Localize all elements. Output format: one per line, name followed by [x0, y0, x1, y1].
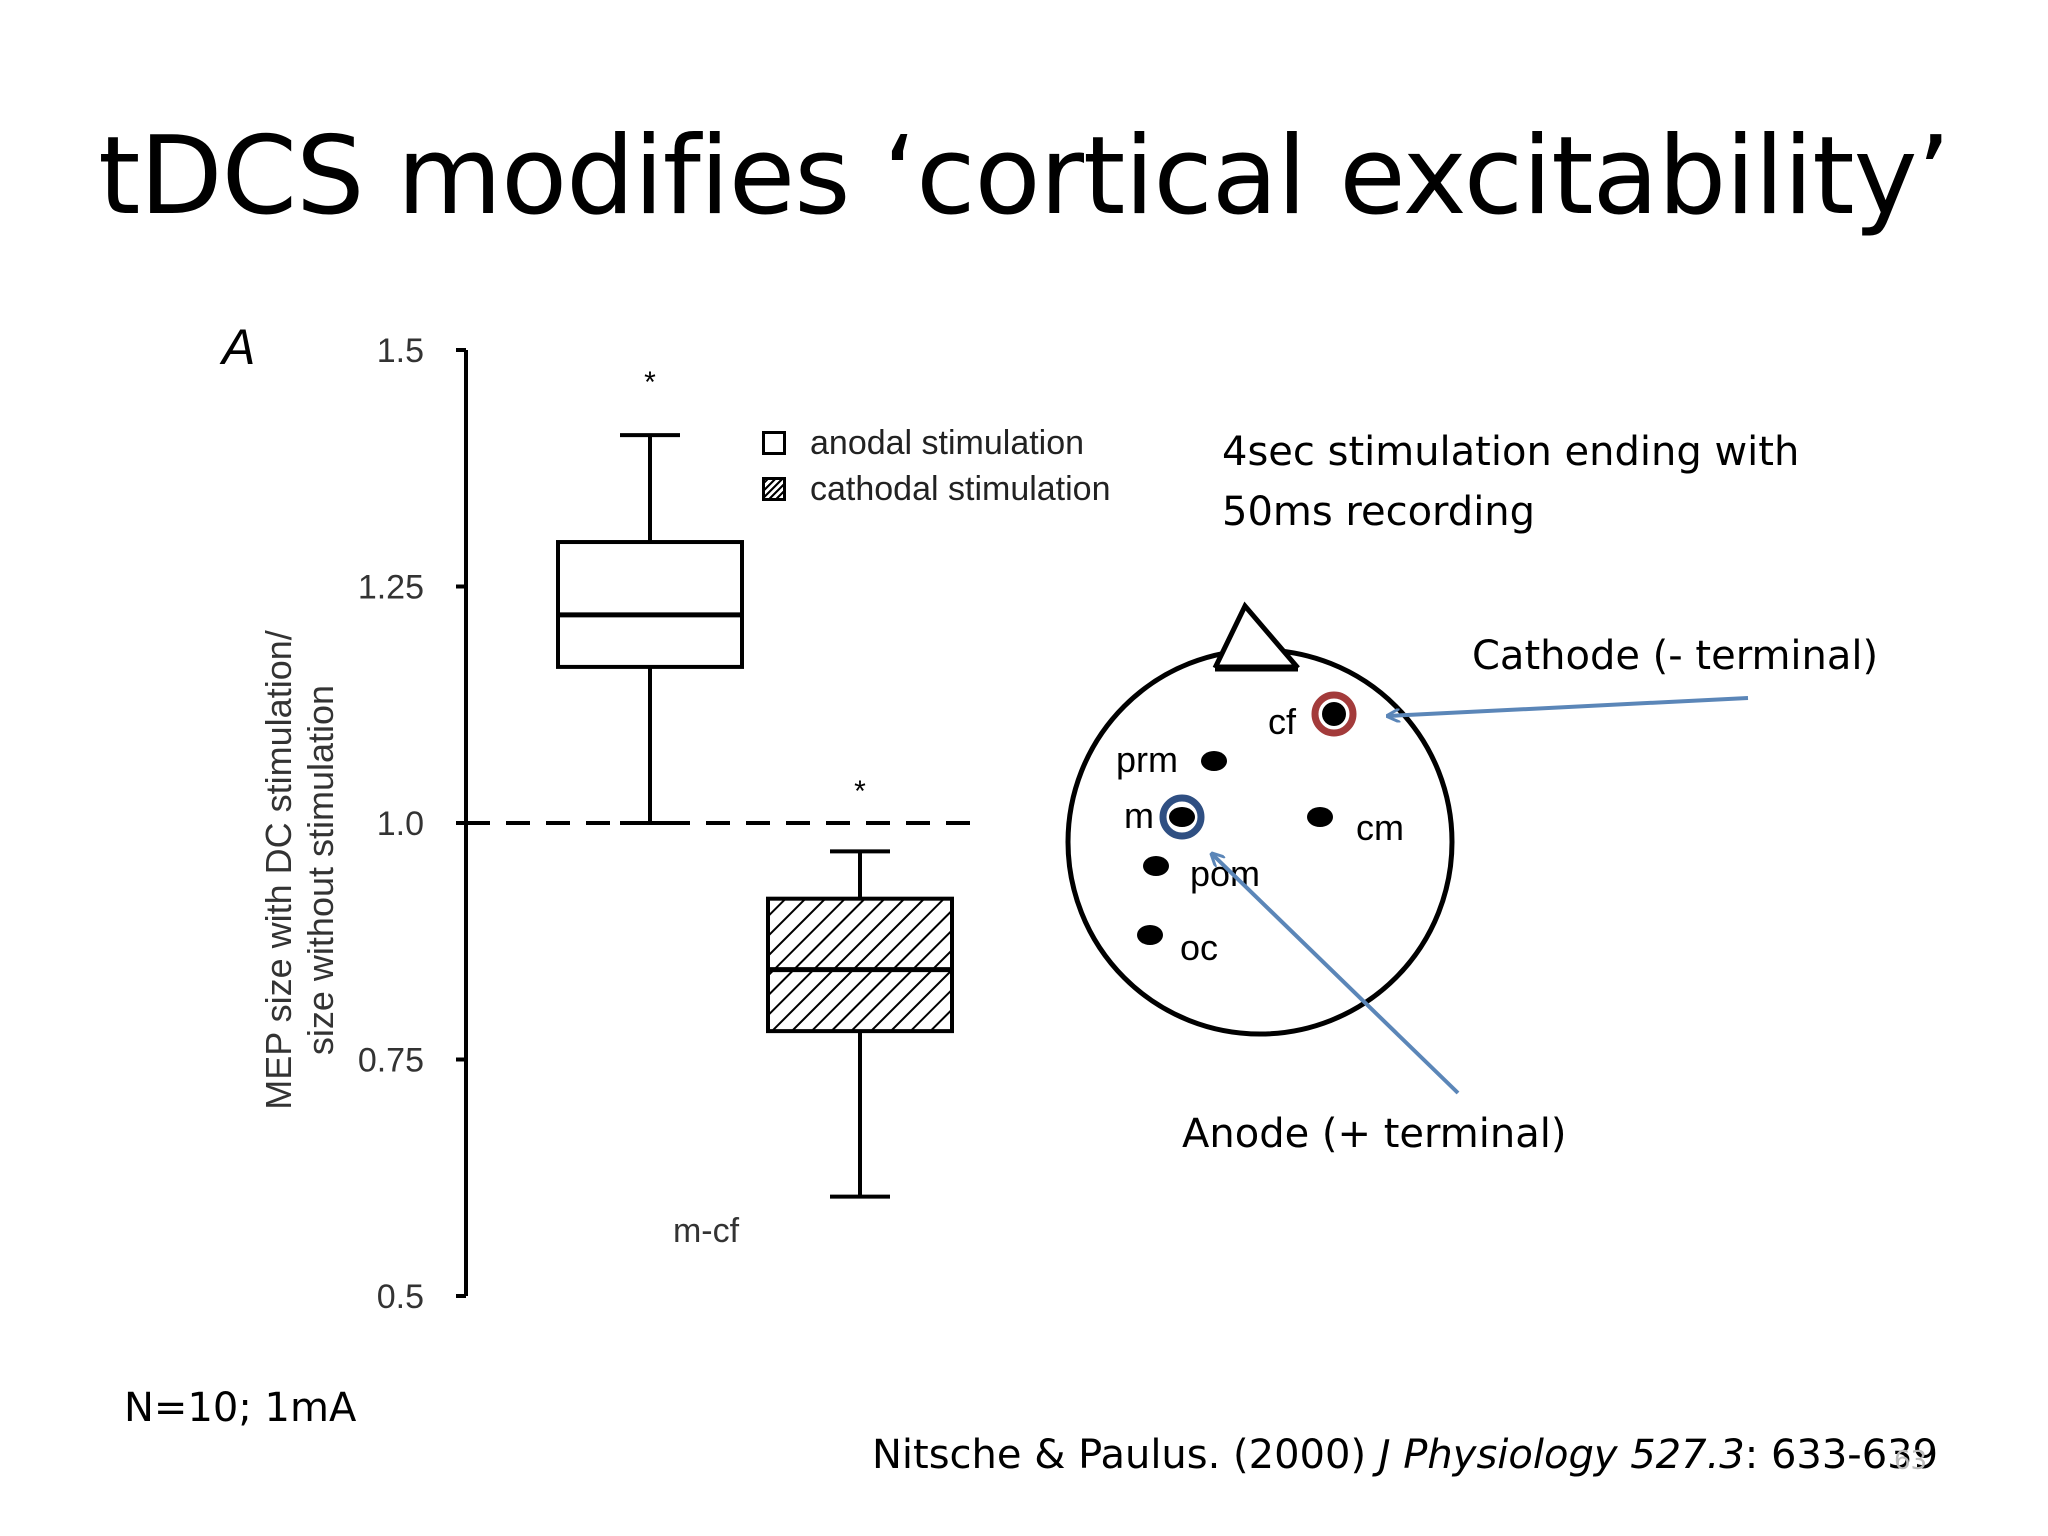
electrode-label-m: m — [1124, 795, 1154, 836]
sample-note: N=10; 1mA — [124, 1385, 357, 1431]
y-tick-label: 1.5 — [377, 332, 424, 370]
legend-swatch-cathodal — [762, 477, 786, 501]
electrode-pom-dot — [1143, 856, 1169, 876]
reference-pages: : 633-639 — [1744, 1432, 1939, 1478]
anode-ring — [1159, 794, 1205, 840]
chart-legend: anodal stimulation cathodal stimulation — [762, 420, 1111, 512]
legend-swatch-anodal — [762, 431, 786, 455]
stimulation-note-line-2: 50ms recording — [1222, 489, 1536, 535]
electrode-m-dot — [1169, 807, 1195, 827]
legend-item-anodal: anodal stimulation — [762, 420, 1111, 466]
legend-label-anodal: anodal stimulation — [810, 423, 1085, 462]
box-cathodal — [766, 896, 954, 1034]
reference-journal: J Physiology 527.3 — [1378, 1432, 1745, 1478]
y-tick-label: 1.25 — [358, 569, 424, 607]
electrode-label-oc: oc — [1180, 927, 1218, 968]
reference-citation: Nitsche & Paulus. (2000) J Physiology 52… — [872, 1432, 1938, 1478]
stimulation-note-line-1: 4sec stimulation ending with — [1222, 429, 1800, 475]
electrode-cm-dot — [1307, 807, 1333, 827]
panel-letter: A — [222, 319, 256, 375]
y-tick-label: 0.75 — [358, 1042, 424, 1080]
cathode-label: Cathode (- terminal) — [1472, 633, 1879, 679]
head-diagram: cf prm m cm pom oc — [1065, 601, 1749, 1095]
y-tick-label: 1.0 — [377, 805, 424, 843]
chart-layer: 0.5 0.75 1.0 1.25 1.5 * * m-cf — [358, 332, 972, 1316]
electrode-label-prm: prm — [1116, 739, 1178, 780]
cathode-arrow — [1388, 696, 1749, 716]
reference-authors: Nitsche & Paulus. (2000) — [872, 1432, 1379, 1478]
electrode-label-cf: cf — [1268, 701, 1297, 742]
electrode-label-cm: cm — [1356, 807, 1404, 848]
stimulation-note: 4sec stimulation ending with 50ms record… — [1222, 422, 1799, 542]
legend-label-cathodal: cathodal stimulation — [810, 469, 1111, 508]
x-axis-label: m-cf — [673, 1212, 740, 1250]
slide-number: 63 — [1894, 1446, 1928, 1476]
nose-shape — [1212, 601, 1300, 670]
electrode-cf-dot — [1322, 702, 1346, 726]
significance-star-anodal: * — [644, 366, 656, 399]
y-tick-label: 0.5 — [377, 1278, 424, 1316]
electrode-oc-dot — [1137, 925, 1163, 945]
box-anodal — [556, 540, 744, 669]
electrode-prm-dot — [1201, 751, 1227, 771]
cathode-ring — [1311, 691, 1357, 737]
anode-arrow — [1212, 854, 1460, 1095]
anode-label: Anode (+ terminal) — [1182, 1111, 1567, 1157]
legend-item-cathodal: cathodal stimulation — [762, 466, 1111, 512]
significance-star-cathodal: * — [854, 775, 866, 808]
slide-title: tDCS modifies ‘cortical excitability’ — [98, 114, 1951, 239]
